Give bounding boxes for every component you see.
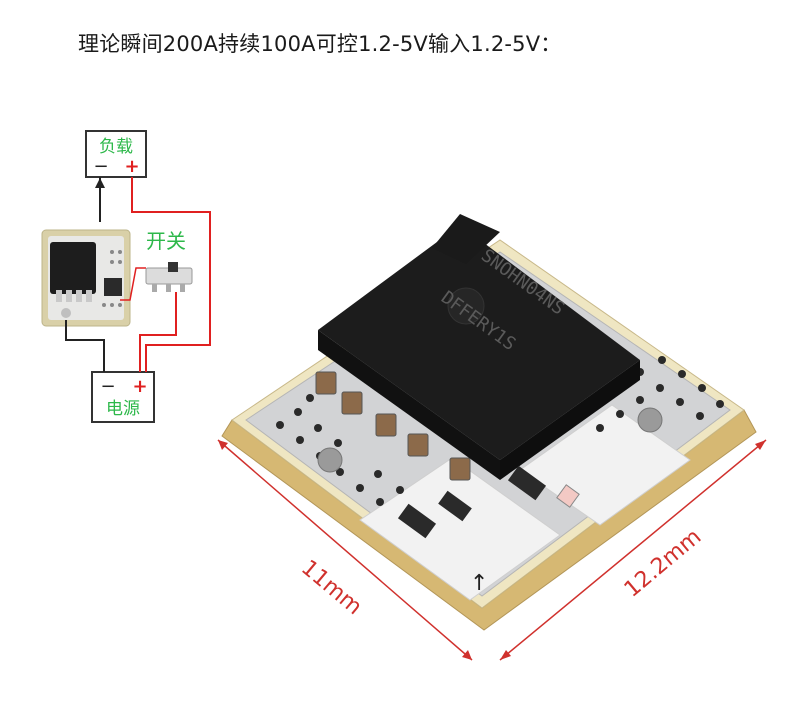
- power-box: [91, 371, 155, 423]
- power-label: 电源: [106, 399, 140, 419]
- up-arrow-icon: ↑: [470, 571, 488, 596]
- mosfet-pins: [315, 371, 471, 481]
- wire-switch: [139, 292, 177, 372]
- arrow-icon: [95, 178, 105, 188]
- dimension-lines: [217, 439, 767, 661]
- load-label: 负载: [99, 137, 133, 157]
- switch-label: 开关: [146, 229, 186, 253]
- switch-icon: [145, 262, 193, 292]
- width-dimension-label: 11mm: [296, 555, 366, 620]
- load-plus: +: [124, 156, 139, 177]
- smd-components: [397, 465, 580, 539]
- module-thumbnail: [41, 229, 131, 327]
- headline: 理论瞬间200A持续100A可控1.2-5V输入1.2-5V：: [78, 32, 562, 56]
- mounting-hole-right: [637, 407, 663, 433]
- wire-power-negative: [65, 320, 105, 372]
- mounting-hole: [317, 447, 343, 473]
- wiring-diagram: 负载 − + − + 电源 开关: [41, 130, 211, 423]
- power-minus: −: [100, 376, 115, 397]
- load-minus: −: [93, 156, 108, 177]
- led-icon: [556, 484, 580, 508]
- depth-dimension-label: 12.2mm: [620, 524, 706, 602]
- main-board: SNOHN04NS DFFERY1S ↑: [221, 214, 757, 631]
- load-box: [85, 130, 147, 178]
- wire-positive: [131, 177, 211, 372]
- power-plus: +: [132, 376, 147, 397]
